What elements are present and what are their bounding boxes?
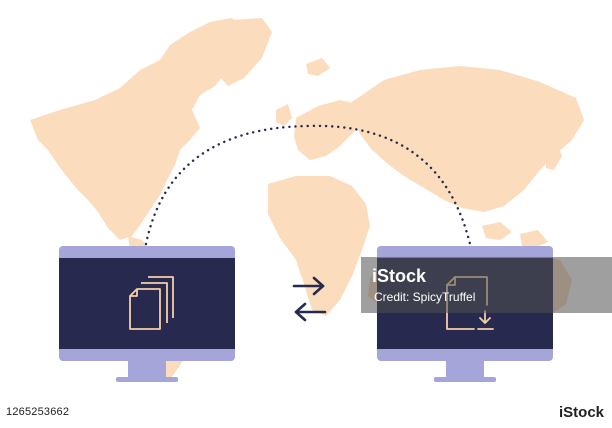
watermark-banner (361, 257, 612, 313)
left-monitor-base (116, 377, 178, 382)
watermark-brand: iStock (372, 266, 427, 286)
footer-bar (0, 400, 612, 428)
watermark-credit: Credit: SpicyTruffel (374, 290, 476, 304)
documents-stack-icon (129, 276, 174, 330)
left-monitor-screen (59, 258, 235, 349)
left-monitor (59, 246, 235, 382)
footer-brand-logo: iStock (558, 404, 604, 421)
file-transfer-illustration (30, 18, 584, 382)
connection-arc (144, 124, 472, 246)
world-map (30, 18, 584, 380)
left-monitor-neck (128, 361, 166, 377)
swap-arrows-icon (292, 276, 327, 322)
footer-image-id: 1265253662 (6, 406, 70, 418)
right-monitor-base (434, 377, 496, 382)
right-monitor-neck (446, 361, 484, 377)
